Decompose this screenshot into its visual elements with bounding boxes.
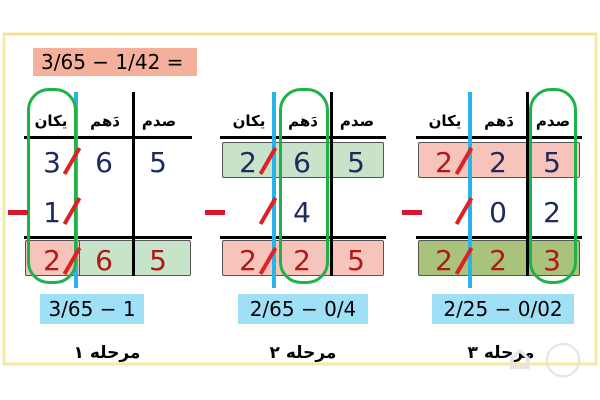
- stage-1-divider-right: [132, 92, 135, 276]
- stage-3-r3-tenths: 2: [489, 244, 507, 277]
- stage-2-answer-box: [222, 240, 384, 276]
- stage-1-r1-hundredths: 5: [149, 146, 167, 179]
- stage-2-r3-ones: 2: [239, 244, 257, 277]
- stage-3-result: 2/25 − 0/02: [432, 294, 574, 324]
- stage-2-top-line: [220, 136, 386, 139]
- stage-2-r3-hundredths: 5: [347, 244, 365, 277]
- stage-2-header-hundredths: صدم: [339, 112, 375, 130]
- stage-2-decimal-divider: [272, 92, 276, 288]
- stage-3-top-box: [418, 142, 580, 178]
- stage-1-bottom-line: [24, 236, 192, 239]
- equation-label: 3/65 − 1/42 =: [33, 48, 197, 76]
- stage-2-label: مرحله ۲: [269, 343, 337, 363]
- stage-2-header-tenths: دَهم: [288, 112, 318, 130]
- stage-3-decimal-divider: [468, 92, 472, 288]
- stage-2-r1-ones: 2: [239, 146, 257, 179]
- stage-3-focus-oval: [529, 88, 577, 284]
- stage-2-r1-tenths: 6: [293, 146, 311, 179]
- stage-1-focus-oval: [27, 88, 77, 284]
- stage-3-r3-ones: 2: [435, 244, 453, 277]
- stage-2-r2-tenths: 4: [293, 196, 311, 229]
- stage-1-r1-tenths: 6: [95, 146, 113, 179]
- stage-3-answer-box: [418, 240, 580, 276]
- stage-2-r3-tenths: 2: [293, 244, 311, 277]
- stage-3-header-ones: یکان: [428, 112, 462, 130]
- stage-2-header-ones: یکان: [232, 112, 266, 130]
- stage-3-minus-sign: [402, 210, 422, 215]
- stage-1-r3-tenths: 6: [95, 244, 113, 277]
- stage-2-result: 2/65 − 0/4: [238, 294, 368, 324]
- stage-3-r1-ones: 2: [435, 146, 453, 179]
- stage-1-minus-sign: [8, 210, 28, 215]
- stage-1-result: 3/65 − 1: [40, 294, 144, 324]
- stage-1-top-line: [24, 136, 192, 139]
- stage-1-r1-ones: 3: [43, 146, 61, 179]
- stage-3-r1-hundredths: 5: [543, 146, 561, 179]
- stage-3-header-tenths: دَهم: [484, 112, 514, 130]
- stage-3-r2-tenths: 0: [489, 196, 507, 229]
- stage-2-bottom-line: [220, 236, 386, 239]
- stage-3-label: مرحله ۳: [467, 343, 535, 363]
- stage-3-top-line: [416, 136, 582, 139]
- stage-1-header-tenths: دَهم: [90, 112, 120, 130]
- stage-1-r3-hundredths: 5: [149, 244, 167, 277]
- stage-2-r1-hundredths: 5: [347, 146, 365, 179]
- stage-2-focus-oval: [279, 88, 329, 284]
- stage-1-r3-ones: 2: [43, 244, 61, 277]
- stage-2-divider-right: [330, 92, 333, 276]
- watermark-logo: ⌂ ◯: [507, 338, 582, 378]
- stage-3-r3-hundredths: 3: [543, 244, 561, 277]
- stage-2-minus-sign: [205, 210, 225, 215]
- stage-1-header-ones: یکان: [34, 112, 68, 130]
- stage-3-r1-tenths: 2: [489, 146, 507, 179]
- stage-2-top-box: [222, 142, 384, 178]
- stage-3-divider-right: [526, 92, 529, 276]
- stage-3-header-hundredths: صدم: [535, 112, 571, 130]
- stage-1-r2-ones: 1: [43, 196, 61, 229]
- stage-1-header-hundredths: صدم: [141, 112, 177, 130]
- stage-1-label: مرحله ۱: [73, 343, 141, 363]
- stage-3-bottom-line: [416, 236, 582, 239]
- stage-3-r2-hundredths: 2: [543, 196, 561, 229]
